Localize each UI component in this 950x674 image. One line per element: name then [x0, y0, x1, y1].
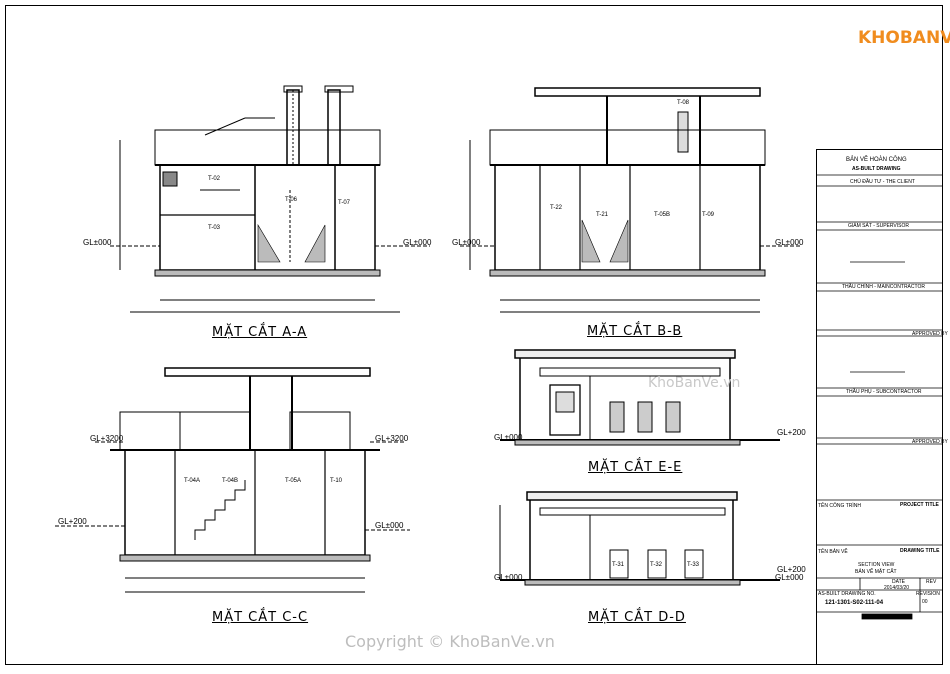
tb-drawing-name2: BẢN VẼ MẶT CẮT	[855, 569, 897, 575]
khobanve-logo: KHOBANVE	[858, 28, 950, 48]
level-label: GL±000	[775, 573, 804, 582]
tank-tag: T-09	[702, 212, 715, 218]
level-label: GL±000	[83, 238, 112, 247]
tank-tag: T-05B	[654, 212, 671, 218]
tank-tag: T-07	[338, 200, 351, 206]
tb-main1: BẢN VẼ HOÀN CÔNG	[846, 157, 907, 163]
pump-tag: T-33	[687, 562, 700, 568]
level-label: GL+200	[777, 565, 806, 574]
level-label: GL±000	[403, 238, 432, 247]
titleblock-lines	[816, 174, 943, 620]
tank-tag: T-04B	[222, 478, 239, 484]
level-label: GL+3200	[90, 434, 124, 443]
tb-drawing-label: TÊN BẢN VẼ	[818, 549, 848, 555]
level-label: GL+200	[777, 428, 806, 437]
watermark-bottom: Copyright © KhoBanVe.vn	[345, 632, 555, 651]
tb-drawing-name1: SECTION VIEW	[858, 562, 895, 568]
tank-tag: T-03	[208, 225, 221, 231]
tank-tag: T-21	[596, 212, 609, 218]
section-aa-drawing	[110, 85, 430, 313]
section-ee-title: MẶT CẮT E-E	[588, 460, 683, 475]
tb-date-label: DATE	[892, 579, 905, 585]
tank-tag: T-04A	[184, 478, 201, 484]
section-cc-drawing	[55, 367, 410, 593]
tb-approved2: APPROVED BY	[912, 439, 948, 445]
level-label: GL±000	[494, 573, 523, 582]
tb-drawing-no: 121-1301-S02-111-04	[825, 600, 884, 606]
tank-tag: T-02	[208, 176, 221, 182]
tank-tag: T-22	[550, 205, 563, 211]
section-aa-title: MẶT CẮT A-A	[212, 325, 308, 340]
tb-client: CHỦ ĐẦU TƯ - THE CLIENT	[850, 179, 915, 185]
section-bb-title: MẶT CẮT B-B	[587, 324, 683, 339]
tb-drawing-title: DRAWING TITLE	[900, 548, 940, 554]
tb-date-value: 2014/03/20	[884, 585, 910, 591]
section-bb-drawing	[460, 87, 800, 313]
level-label: GL±000	[494, 433, 523, 442]
pump-tag: T-32	[650, 562, 663, 568]
tb-project-title: PROJECT TITLE	[900, 502, 939, 508]
tb-revision-value: 00	[922, 599, 928, 605]
tank-tag: T-08	[677, 100, 690, 106]
drawing-frame	[5, 5, 943, 665]
tb-approved1: APPROVED BY	[912, 331, 948, 337]
tb-sub-contractor: THẦU PHỤ - SUBCONTRACTOR	[846, 389, 922, 395]
tb-drawing-no-label: AS-BUILT DRAWING NO.	[818, 591, 876, 597]
tb-project-label: TÊN CÔNG TRÌNH	[818, 503, 861, 509]
level-label: GL±000	[452, 238, 481, 247]
tb-supervisor: GIÁM SÁT - SUPERVISOR	[848, 223, 909, 229]
level-label: GL±000	[775, 238, 804, 247]
pump-tag: T-31	[612, 562, 625, 568]
level-label: GL+200	[58, 517, 87, 526]
section-cc-title: MẶT CẮT C-C	[212, 610, 309, 625]
title-block	[816, 149, 943, 665]
tank-tag: T-10	[330, 478, 343, 484]
tb-main2: AS-BUILT DRAWING	[852, 166, 901, 172]
level-label: GL±000	[375, 521, 404, 530]
tank-tag: T-06	[285, 197, 298, 203]
tb-main-contractor: THẦU CHÍNH - MAINCONTRACTOR	[842, 284, 925, 290]
section-dd-title: MẶT CẮT D-D	[588, 610, 686, 625]
section-ee-drawing	[500, 349, 780, 446]
level-label: GL+3200	[375, 434, 409, 443]
tb-rev-label: REV	[926, 579, 937, 585]
section-dd-drawing	[499, 491, 780, 586]
tb-revision-label: REVISION	[916, 591, 940, 597]
watermark-mid: KhoBanVe.vn	[648, 375, 741, 391]
tank-tag: T-05A	[285, 478, 302, 484]
